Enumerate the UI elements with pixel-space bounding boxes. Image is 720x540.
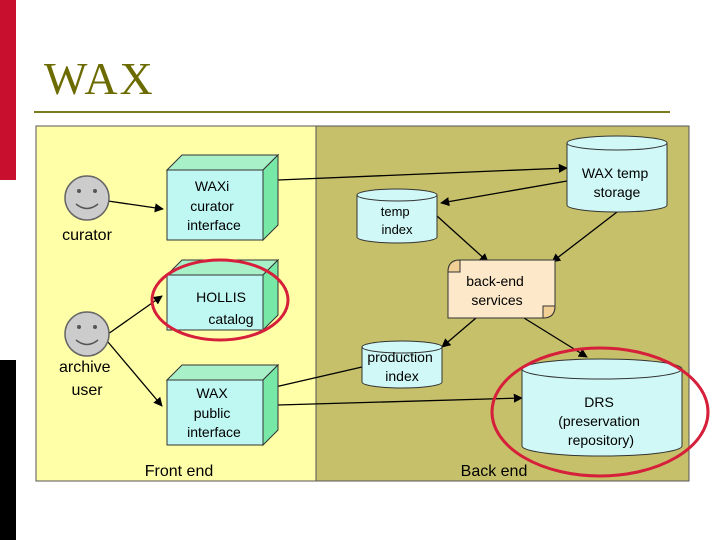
edge-public-drs — [277, 393, 523, 406]
temp-index-cylinder: temp index — [356, 188, 438, 244]
production-index-cylinder: production index — [361, 340, 443, 389]
edge-curator-waxi — [107, 200, 164, 213]
wax-public-label: WAX public interface — [187, 385, 241, 440]
edge-user-public — [107, 341, 163, 407]
waxi-box: WAXi curator interface — [165, 153, 280, 242]
edge-tempstorage-tempindex — [440, 180, 568, 207]
temp-storage-label: WAX temp storage — [582, 165, 652, 200]
drs-highlight-ellipse — [490, 346, 710, 478]
curator-smiley-icon — [64, 175, 110, 221]
back-end-label: Back end — [461, 463, 528, 480]
edge-services-productionindex — [441, 317, 477, 348]
hollis-highlight-ellipse — [150, 258, 290, 342]
edge-tempstorage-services — [551, 211, 618, 263]
edge-waxi-tempstorage — [277, 163, 568, 181]
hollis-box: HOLLIS catalog — [165, 258, 280, 332]
accent-bar-bottom — [0, 360, 16, 540]
waxi-label: WAXi curator interface — [187, 178, 241, 233]
drs-label: DRS (preservation repository) — [558, 394, 644, 448]
curator-actor: curator — [62, 175, 113, 244]
curator-label: curator — [62, 227, 112, 244]
front-end-label: Front end — [145, 463, 213, 480]
hollis-label: HOLLIS catalog — [196, 289, 253, 327]
temp-index-label: temp index — [381, 204, 414, 237]
archive-user-smiley-icon — [64, 311, 110, 357]
production-index-label: production index — [367, 349, 436, 384]
slide-title: WAX — [44, 53, 155, 104]
edge-productionindex-public — [261, 366, 363, 393]
edge-tempindex-services — [436, 215, 489, 263]
title-rule — [34, 111, 670, 113]
services-banner: back-end services — [447, 259, 556, 319]
wax-public-box: WAX public interface — [165, 363, 280, 447]
temp-storage-cylinder: WAX temp storage — [566, 135, 668, 213]
archive-user-actor: archive user — [59, 311, 115, 399]
services-label: back-end services — [466, 273, 527, 308]
accent-bar-top — [0, 0, 16, 180]
archive-user-label: archive user — [59, 359, 115, 399]
drs-cylinder: DRS (preservation repository) — [521, 358, 683, 457]
